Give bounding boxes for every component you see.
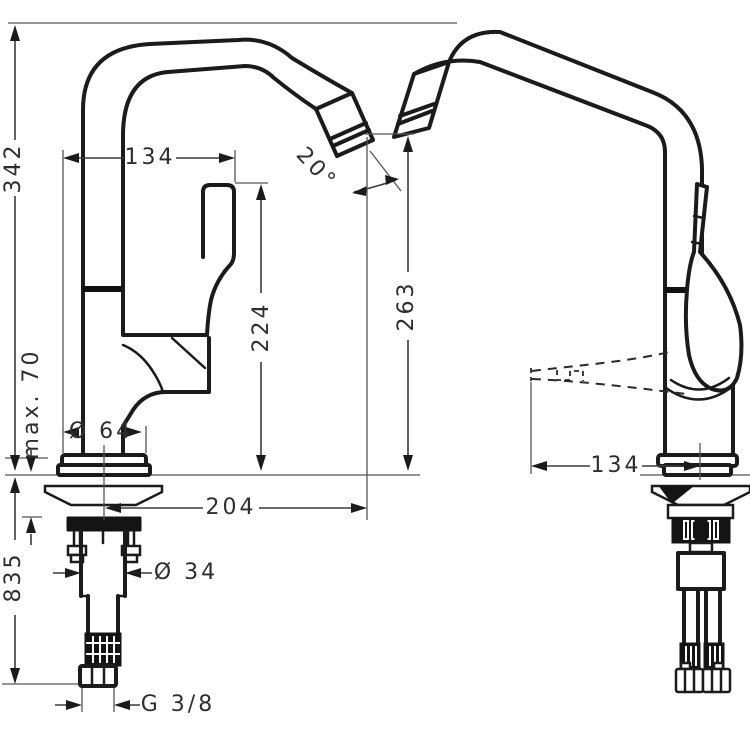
dim-34-arrow-right — [125, 568, 141, 578]
side-spout-outer-edge — [447, 29, 704, 254]
dim-342-label: 342 — [1, 143, 26, 194]
dimension-224: 224 — [249, 184, 274, 471]
hex-nut-b — [701, 667, 732, 694]
body-curve-detail — [121, 343, 165, 394]
body-bottom-arcs — [664, 376, 735, 401]
hex-nut-b-facets — [710, 667, 723, 694]
hex-nut-facets — [90, 664, 106, 688]
braid-hatch — [685, 646, 721, 666]
body-diagonal-detail — [170, 336, 207, 370]
dimension-342: 342 — [1, 25, 26, 471]
dim-g38-label: G 3/8 — [141, 692, 215, 717]
dim-835-arrow-down — [10, 668, 20, 684]
threaded-shank — [79, 529, 127, 598]
dimension-134-side: 134 — [530, 382, 701, 480]
nut-slot-1 — [683, 520, 689, 540]
handle-blade-joints — [690, 214, 706, 246]
supply-hose — [86, 594, 120, 635]
dimension-dia-64: Ø 64 — [63, 419, 147, 453]
dim-max70-arrow-up — [26, 517, 36, 533]
twin-supply-hoses — [682, 587, 722, 645]
dim-224-label: 224 — [249, 302, 274, 353]
teardrop-handle — [683, 182, 744, 393]
aerator-band — [328, 121, 371, 148]
lever-handle — [201, 183, 236, 337]
dimension-134-top: 134 — [62, 145, 268, 453]
dimension-g38: G 3/8 — [55, 688, 215, 717]
dim-34-arrow-left — [65, 568, 81, 578]
dim-204-label: 204 — [206, 495, 257, 520]
dim-g38-arrow-right — [114, 700, 130, 710]
dim-224-arrow-down — [256, 455, 266, 471]
dim-64-arrow-left — [63, 427, 79, 437]
dim-64-label: Ø 64 — [69, 419, 133, 444]
hex-nut-a-facets — [683, 667, 696, 694]
dim-204-arrow-right — [351, 503, 367, 513]
dim-134s-label: 134 — [591, 453, 642, 478]
side-view-undercounter-hardware — [650, 484, 750, 694]
handle-swivel-grip-detail — [556, 370, 584, 381]
dim-134t-label: 134 — [125, 145, 176, 170]
dimension-204: 204 — [103, 137, 368, 520]
base-escutcheon-side-lip — [662, 463, 733, 477]
angle-arrow-left — [352, 186, 367, 196]
dim-max70-arrow-down — [26, 456, 36, 472]
faucet-front-view — [56, 37, 375, 477]
dim-835-arrow-up — [10, 477, 20, 493]
dim-134t-ext-right — [234, 150, 268, 184]
spacer-plate — [666, 503, 735, 520]
dim-224-arrow-up — [256, 184, 266, 200]
spout-outer-edge — [81, 37, 354, 457]
dim-134t-arrow-right — [219, 153, 235, 163]
hose-braid — [84, 632, 122, 667]
dim-134t-arrow-left — [63, 153, 79, 163]
dim-263-arrow-up — [403, 136, 413, 152]
dim-835-label: 835 — [1, 552, 26, 603]
side-outlet-tip — [392, 60, 451, 139]
mixer-body — [121, 336, 211, 457]
dim-342-arrow-up — [10, 25, 20, 41]
hose-hex-nut — [78, 664, 118, 688]
screw-head — [688, 541, 714, 554]
screw-washer-left — [66, 544, 88, 557]
angle-arrow-right — [385, 175, 399, 185]
dim-max70-label: max. 70 — [19, 349, 44, 460]
dim-34-label: Ø 34 — [154, 560, 218, 585]
handle-swivel-dashed-top — [531, 351, 671, 372]
dimension-263: 263 — [365, 133, 419, 471]
faucet-side-view — [392, 29, 744, 477]
dim-204-arrow-left — [105, 503, 121, 513]
dim-263-label: 263 — [394, 281, 419, 332]
dim-342-arrow-down — [10, 455, 20, 471]
side-aerator-band — [396, 102, 436, 126]
angle-axis-line — [369, 150, 402, 192]
hose-braid-hatch — [92, 636, 115, 663]
side-spout-inner-edge — [412, 58, 667, 457]
dim-134s-arrow-left — [531, 461, 547, 471]
dimension-dia-34: Ø 34 — [53, 560, 218, 585]
dimension-835: 835 — [1, 477, 26, 684]
flange-wedge — [659, 486, 694, 504]
hose-braid-gaps — [86, 642, 120, 655]
dimension-max-70: max. 70 — [19, 349, 44, 545]
dim-g38-arrow-left — [66, 700, 82, 710]
dim-64-arrow-right — [126, 427, 142, 437]
hex-nut-a — [674, 667, 705, 694]
nut-slot-4 — [713, 520, 719, 540]
dim-134s-arrow-right — [684, 461, 700, 471]
dim-g38-ext — [81, 688, 115, 712]
shank-block-side — [676, 551, 726, 591]
spout-inner-edge — [121, 64, 318, 291]
handle-swivel-dashed-bottom — [531, 378, 687, 395]
dim-263-arrow-down — [403, 455, 413, 471]
body-shoulder — [121, 287, 207, 337]
